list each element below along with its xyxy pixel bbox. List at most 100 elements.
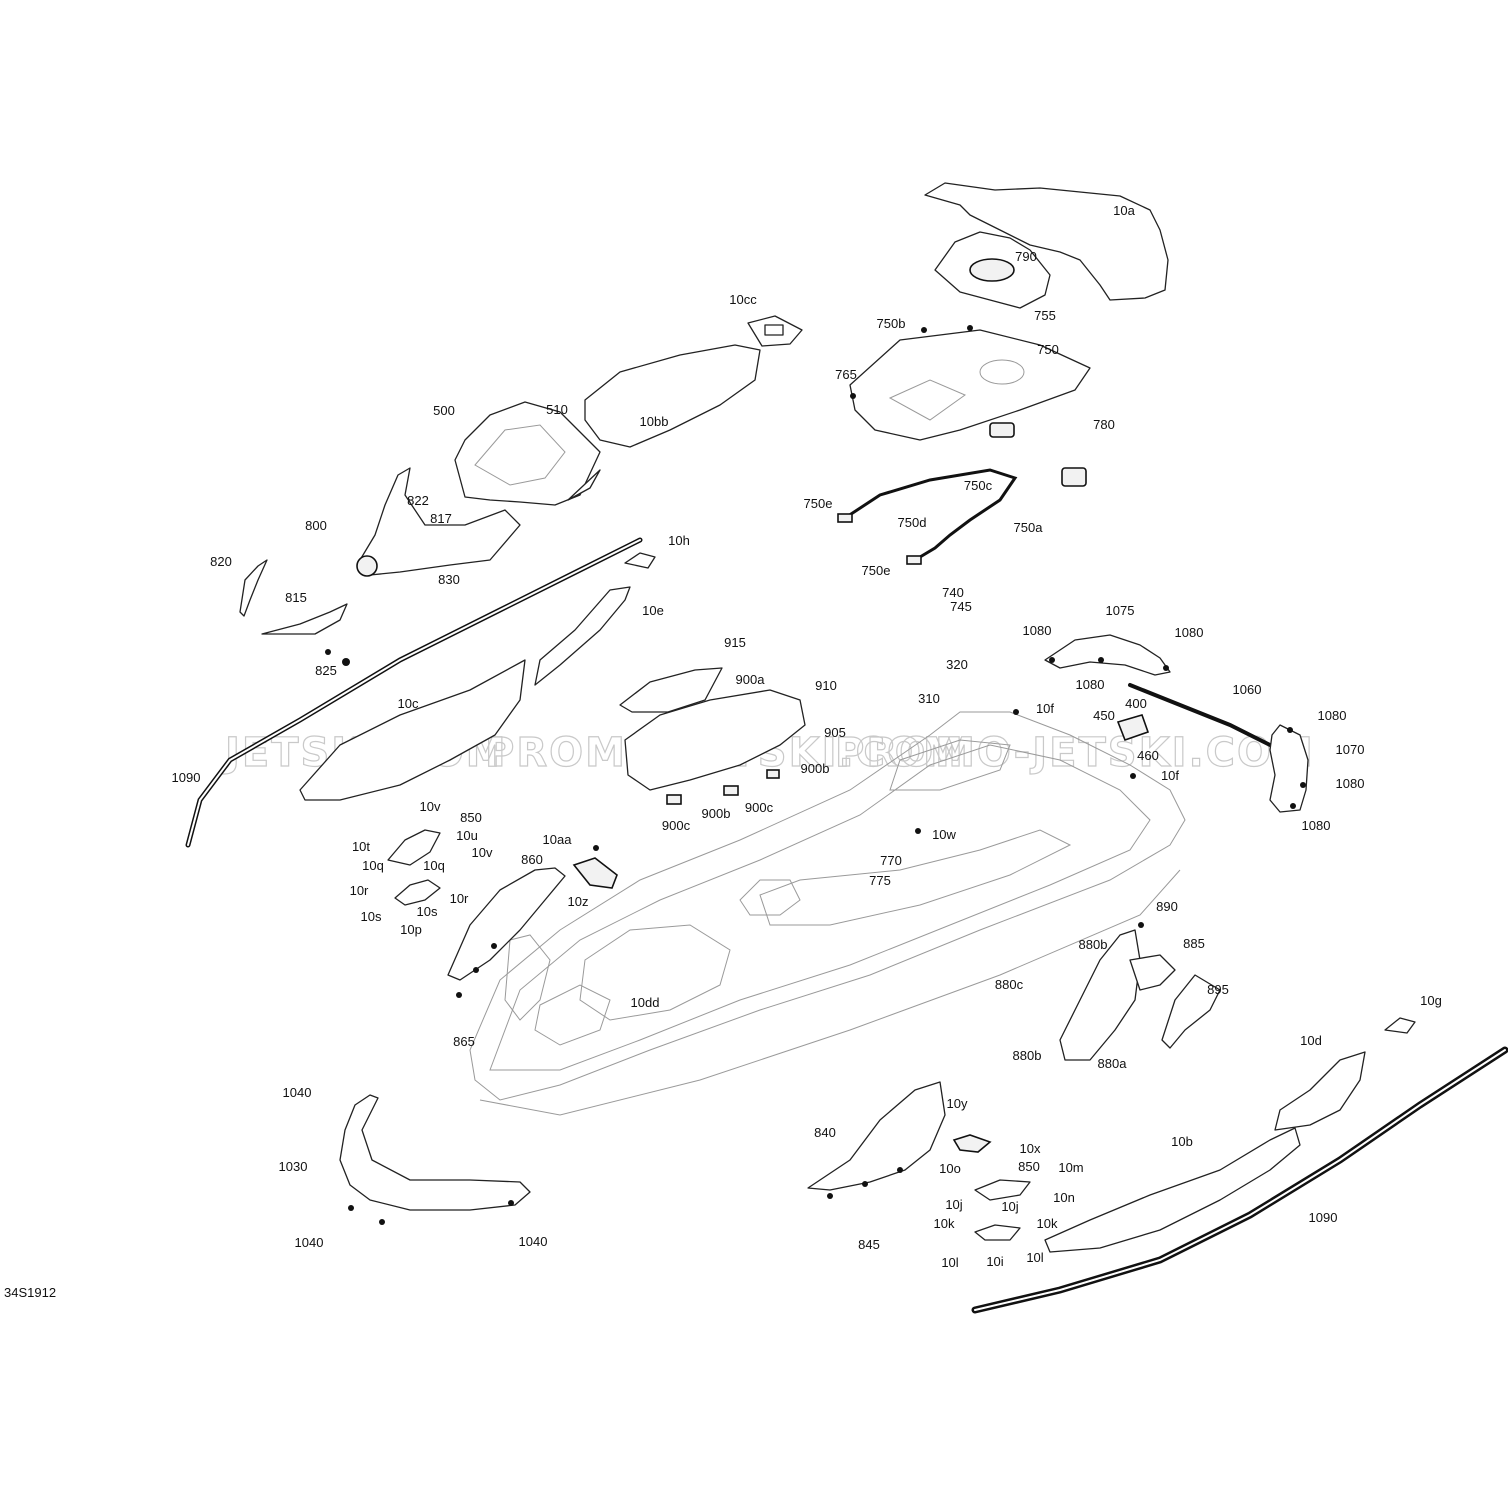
callout-label-845: 845 xyxy=(858,1237,880,1252)
callout-label-1080: 1080 xyxy=(1175,625,1204,640)
callout-label-1075: 1075 xyxy=(1106,603,1135,618)
callout-label-822: 822 xyxy=(407,493,429,508)
callout-label-745: 745 xyxy=(950,599,972,614)
callout-label-740: 740 xyxy=(942,585,964,600)
callout-label-10k: 10k xyxy=(934,1216,955,1231)
part-900c-pad-a xyxy=(666,794,682,805)
fasteners-layer xyxy=(325,325,1306,1225)
part-10d-decal xyxy=(1274,1051,1366,1131)
part-915-lid xyxy=(619,667,723,713)
callout-label-10c: 10c xyxy=(398,696,419,711)
callout-label-1080: 1080 xyxy=(1336,776,1365,791)
part-400-bracket xyxy=(1116,714,1150,742)
callout-label-460: 460 xyxy=(1137,748,1159,763)
part-10x-latch xyxy=(952,1134,992,1153)
callout-label-750d: 750d xyxy=(898,515,927,530)
part-10z-footrest xyxy=(572,857,618,889)
part-800-headlight-trim xyxy=(359,467,521,576)
callout-label-10bb: 10bb xyxy=(640,414,669,429)
callout-label-900b: 900b xyxy=(702,806,731,821)
callout-label-320: 320 xyxy=(946,657,968,672)
callout-label-10m: 10m xyxy=(1058,1160,1083,1175)
callout-label-10v: 10v xyxy=(472,845,493,860)
callout-label-500: 500 xyxy=(433,403,455,418)
part-900b-tab xyxy=(766,769,780,779)
part-1075-rear-trim xyxy=(1044,634,1171,676)
callout-label-10i: 10i xyxy=(986,1254,1003,1269)
part-510-trim xyxy=(567,469,601,501)
callout-label-750b: 750b xyxy=(877,316,906,331)
callout-label-10r: 10r xyxy=(350,883,369,898)
part-10m-latch xyxy=(974,1179,1031,1201)
part-900c-pad-b xyxy=(723,785,739,796)
part-750-tray xyxy=(888,379,967,421)
callout-label-10dd: 10dd xyxy=(631,995,660,1010)
part-780-latch-b xyxy=(1061,467,1087,487)
part-10p-base xyxy=(394,879,441,906)
callout-label-750e: 750e xyxy=(804,496,833,511)
part-750-storage-deck xyxy=(849,329,1091,441)
part-10t-latch xyxy=(387,829,441,866)
callout-label-510: 510 xyxy=(546,402,568,417)
callout-label-10y: 10y xyxy=(947,1096,968,1111)
diagram-code: 34S1912 xyxy=(4,1285,56,1300)
callout-label-790: 790 xyxy=(1015,249,1037,264)
callout-label-900a: 900a xyxy=(736,672,766,687)
callout-label-830: 830 xyxy=(438,572,460,587)
part-900a-box xyxy=(624,689,806,791)
callout-label-10s: 10s xyxy=(361,909,382,924)
callout-label-10a: 10a xyxy=(1113,203,1135,218)
callout-label-860: 860 xyxy=(521,852,543,867)
callout-label-10k: 10k xyxy=(1037,1216,1058,1231)
callout-label-765: 765 xyxy=(835,367,857,382)
callout-label-1040: 1040 xyxy=(295,1235,324,1250)
part-10c-decal xyxy=(299,659,526,801)
part-750e-clip-a xyxy=(837,513,853,523)
part-1070-rear-bumper xyxy=(1269,724,1309,813)
callout-label-817: 817 xyxy=(430,511,452,526)
callout-label-800: 800 xyxy=(305,518,327,533)
callout-label-10t: 10t xyxy=(352,839,370,854)
callout-label-915: 915 xyxy=(724,635,746,650)
callout-label-10aa: 10aa xyxy=(543,832,573,847)
callout-label-10e: 10e xyxy=(642,603,664,618)
callout-label-10j: 10j xyxy=(1001,1199,1018,1214)
part-10k-base xyxy=(974,1224,1021,1241)
callout-label-755: 755 xyxy=(1034,308,1056,323)
callout-label-10p: 10p xyxy=(400,922,422,937)
callout-label-895: 895 xyxy=(1207,982,1229,997)
callout-label-1030: 1030 xyxy=(279,1159,308,1174)
callout-label-10d: 10d xyxy=(1300,1033,1322,1048)
callout-label-1040: 1040 xyxy=(283,1085,312,1100)
callout-label-1080: 1080 xyxy=(1023,623,1052,638)
callout-label-850: 850 xyxy=(1018,1159,1040,1174)
callout-label-10n: 10n xyxy=(1053,1190,1075,1205)
callout-label-910: 910 xyxy=(815,678,837,693)
callout-label-10z: 10z xyxy=(568,894,589,909)
part-885-panel xyxy=(1129,954,1176,991)
part-860-side-trim xyxy=(447,867,566,981)
callout-label-10v: 10v xyxy=(420,799,441,814)
part-10e-decal xyxy=(534,586,631,686)
part-10cc-opening xyxy=(764,324,784,336)
callout-label-880b: 880b xyxy=(1079,937,1108,952)
callout-label-10g: 10g xyxy=(1420,993,1442,1008)
callout-label-10o: 10o xyxy=(939,1161,961,1176)
callout-label-885: 885 xyxy=(1183,936,1205,951)
callout-label-825: 825 xyxy=(315,663,337,678)
callout-label-775: 775 xyxy=(869,873,891,888)
callout-label-820: 820 xyxy=(210,554,232,569)
part-10b-decal xyxy=(1044,1127,1301,1253)
part-10bb-gasket xyxy=(584,344,761,448)
part-780-latch-a xyxy=(989,422,1015,438)
callout-label-880a: 880a xyxy=(1098,1056,1128,1071)
hull-body xyxy=(469,711,1186,1116)
callout-label-10f: 10f xyxy=(1161,768,1179,783)
part-1030-front-bumper xyxy=(339,1094,531,1211)
callout-label-780: 780 xyxy=(1093,417,1115,432)
callout-label-905: 905 xyxy=(824,725,846,740)
callout-label-1090: 1090 xyxy=(172,770,201,785)
part-10a-decal xyxy=(924,182,1169,301)
